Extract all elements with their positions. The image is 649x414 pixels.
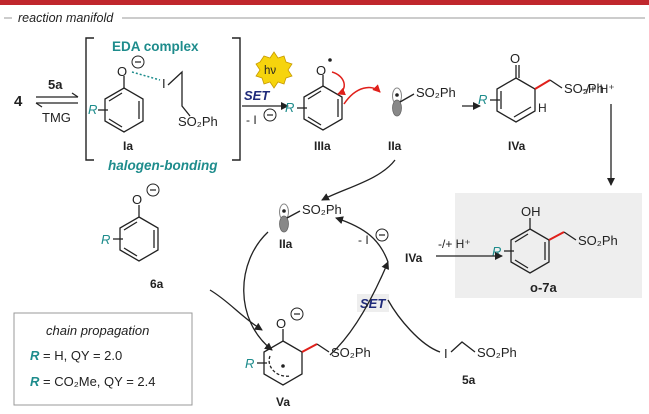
legend-title: chain propagation bbox=[46, 323, 149, 338]
radical-coupling-arrow-2 bbox=[343, 84, 381, 105]
iva-top-r-group: R bbox=[478, 92, 487, 107]
iva-top-new-bond bbox=[534, 79, 551, 90]
species-iiia: IIIa bbox=[314, 139, 331, 153]
phenoxide-ring-complex bbox=[98, 76, 144, 133]
product-oh: OH bbox=[521, 204, 541, 219]
complex-iodine: I bbox=[162, 76, 166, 91]
species-iia-top: IIa bbox=[388, 139, 402, 153]
chain-propagation-legend-box bbox=[13, 312, 193, 406]
complex-o-atom: O bbox=[117, 64, 127, 79]
cyclohexadienyl-radical-anion-va bbox=[257, 329, 303, 386]
light-sun-icon: hν bbox=[255, 51, 293, 89]
complex-r-group: R bbox=[88, 102, 97, 117]
reagent-5a-label: 5a bbox=[48, 77, 63, 92]
species-5a-bottom: 5a bbox=[462, 373, 476, 387]
species-6a: 6a bbox=[150, 277, 164, 291]
product-r-group: R bbox=[492, 244, 501, 259]
legend-line1: R = H, QY = 2.0 bbox=[30, 348, 122, 363]
iia-top-sulfonyl: SO₂Ph bbox=[416, 85, 456, 100]
sulfonylmethyl-radical-mid bbox=[279, 203, 301, 233]
species-iva-top: IVa bbox=[508, 139, 526, 153]
va-new-bond bbox=[301, 343, 318, 353]
iia-mid-sulfonyl: SO₂Ph bbox=[302, 202, 342, 217]
legend-line2: R = CO₂Me, QY = 2.4 bbox=[30, 374, 155, 389]
va-r-group: R bbox=[245, 356, 254, 371]
species-iva-mid: IVa bbox=[405, 251, 423, 265]
iva-top-chain bbox=[549, 79, 563, 89]
va-radical-dot bbox=[281, 364, 285, 368]
bracket-right bbox=[232, 37, 241, 161]
complex-id-ia: Ia bbox=[123, 139, 133, 153]
legend-line1-r: R bbox=[30, 348, 40, 363]
phenoxide-ring-6a bbox=[113, 205, 159, 262]
legend-line1-text: = H, QY = 2.0 bbox=[39, 348, 122, 363]
5a-bottom-chain bbox=[450, 341, 476, 353]
product-sulfonyl: SO₂Ph bbox=[578, 233, 618, 248]
phenoxyl-radical-ring bbox=[297, 75, 343, 131]
light-hv-label: hν bbox=[264, 65, 276, 77]
cycle-arc-to-iia-mid bbox=[335, 216, 389, 263]
iiia-r-group: R bbox=[285, 100, 294, 115]
iodide-loss-mid: - I bbox=[358, 233, 369, 247]
6a-o-atom: O bbox=[132, 192, 142, 207]
base-tmg-label: TMG bbox=[42, 110, 71, 125]
sulfonylmethyl-radical-top bbox=[392, 87, 415, 117]
radical-coupling-arrow-1 bbox=[331, 71, 346, 96]
header-title: reaction manifold bbox=[18, 11, 114, 25]
product-chain bbox=[563, 231, 577, 241]
start-compound-label: 4 bbox=[14, 93, 23, 110]
bracket-left bbox=[85, 37, 94, 161]
legend-line2-text: = CO₂Me, QY = 2.4 bbox=[39, 374, 155, 389]
set-box-center bbox=[357, 294, 389, 312]
arrow-6a-into-cycle bbox=[209, 289, 263, 331]
iva-top-proton: -/+ H⁺ bbox=[582, 82, 615, 96]
set-label-center: SET bbox=[360, 296, 386, 311]
equilibrium-arrows bbox=[35, 92, 79, 108]
species-va: Va bbox=[276, 395, 290, 409]
cycle-arc-left bbox=[243, 231, 273, 351]
arrow-iia-to-cycle bbox=[321, 159, 396, 201]
5a-bottom-sulfonyl: SO₂Ph bbox=[477, 345, 517, 360]
va-sulfonyl: SO₂Ph bbox=[331, 345, 371, 360]
halogen-bonding-label: halogen-bonding bbox=[108, 158, 218, 173]
iiia-radical-dot bbox=[328, 58, 332, 62]
set-label-top: SET bbox=[244, 88, 270, 103]
eda-complex-label: EDA complex bbox=[112, 39, 199, 54]
iodide-loss-top: - I bbox=[246, 113, 257, 127]
iiia-o-atom: O bbox=[316, 63, 326, 78]
complex-chain bbox=[167, 70, 191, 117]
6a-r-group: R bbox=[101, 232, 110, 247]
top-bar bbox=[0, 0, 649, 5]
iva-mid-proton: -/+ H⁺ bbox=[438, 237, 471, 251]
product-id: o-7a bbox=[530, 280, 558, 295]
complex-sulfonyl: SO₂Ph bbox=[178, 114, 218, 129]
iva-top-o-atom: O bbox=[510, 51, 520, 66]
product-new-bond bbox=[548, 231, 565, 241]
legend-line2-r: R bbox=[30, 374, 40, 389]
halogen-bond-dashed bbox=[131, 71, 161, 81]
cycle-arc-va-to-iva bbox=[329, 261, 389, 356]
iva-top-h-atom: H bbox=[538, 101, 547, 115]
va-chain bbox=[316, 343, 330, 353]
iva-top-sulfonyl: SO₂Ph bbox=[564, 81, 604, 96]
va-o-atom: O bbox=[276, 316, 286, 331]
cycle-arc-5a-in bbox=[387, 299, 441, 353]
species-iia-mid: IIa bbox=[279, 237, 293, 251]
cyclohexadienone-ring-top bbox=[490, 65, 536, 123]
5a-bottom-iodine: I bbox=[444, 346, 448, 361]
